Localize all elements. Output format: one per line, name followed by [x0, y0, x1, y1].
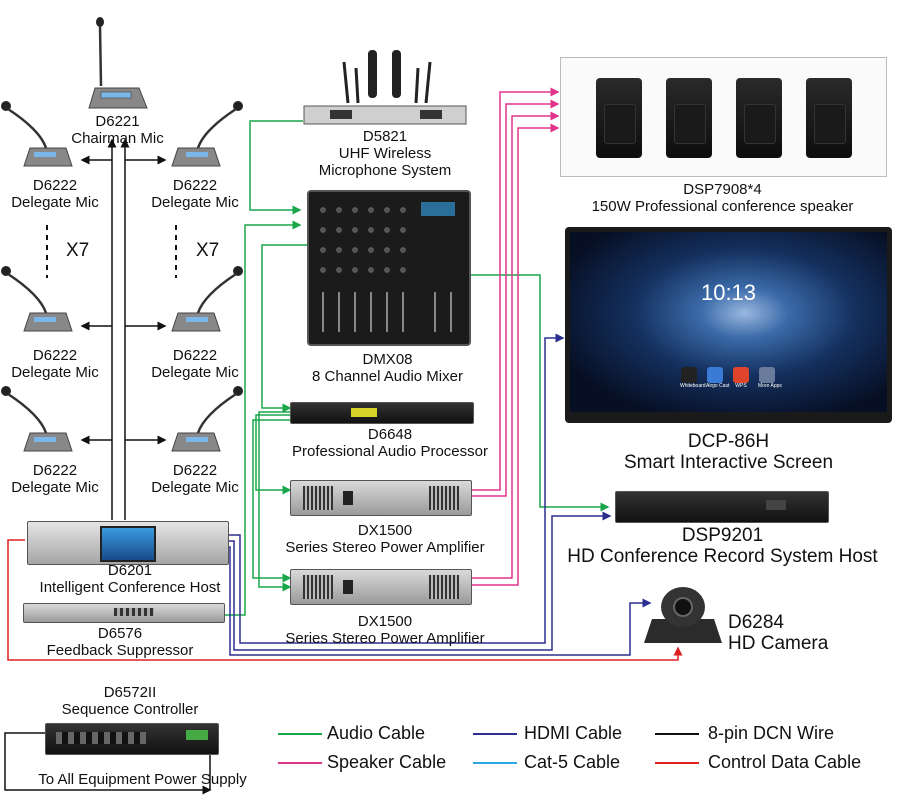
speaker-icon — [596, 78, 642, 158]
delegate-mic — [166, 265, 244, 335]
delegate-mic — [0, 265, 78, 335]
legend-label: Cat-5 Cable — [524, 752, 621, 772]
delegate-mic — [166, 100, 244, 170]
app-airgo-cast[interactable]: Airgo Cast — [706, 367, 729, 389]
app-more[interactable]: More Apps — [758, 367, 782, 389]
legend-label: Audio Cable — [327, 723, 426, 743]
power-amplifier-2 — [290, 569, 472, 605]
conference-host — [27, 521, 229, 565]
legend-swatch — [655, 762, 699, 764]
screen-clock: 10:13 — [700, 280, 757, 305]
record-host — [615, 491, 829, 523]
control-wire — [7, 539, 683, 661]
delegate-mic — [0, 100, 78, 170]
speaker-icon — [666, 78, 712, 158]
multiplier-left: X7 — [66, 240, 90, 261]
sequence-controller — [45, 723, 219, 755]
speakers-panel — [560, 57, 887, 177]
delegate-mic — [0, 385, 78, 455]
legend-swatch — [473, 733, 517, 735]
app-wps[interactable]: WPS — [732, 367, 750, 389]
legend-label: HDMI Cable — [524, 723, 623, 743]
sequencer-note: To All Equipment Power Supply — [38, 771, 247, 788]
power-wire — [4, 732, 212, 795]
multiplier-right: X7 — [196, 240, 220, 261]
smart-screen: 10:13 Whiteboard Airgo Cast WPS More App… — [565, 227, 892, 423]
speaker-icon — [736, 78, 782, 158]
legend-swatch — [278, 733, 322, 735]
audio-processor — [290, 402, 474, 424]
chairman-mic — [85, 16, 149, 111]
wireless-receiver — [300, 48, 470, 128]
legend-label: Control Data Cable — [708, 752, 862, 772]
legend-label: 8-pin DCN Wire — [708, 723, 835, 743]
audio-wires — [225, 120, 610, 616]
legend-swatch — [655, 733, 699, 735]
legend-swatch — [473, 762, 517, 764]
camera-icon — [644, 587, 722, 643]
legend-label: Speaker Cable — [327, 752, 447, 772]
legend-swatch — [278, 762, 322, 764]
hd-camera — [640, 585, 725, 650]
audio-mixer — [307, 190, 471, 346]
hdmi-wires — [228, 333, 652, 656]
feedback-suppressor — [23, 603, 225, 623]
power-amplifier-1 — [290, 480, 472, 516]
speaker-icon — [806, 78, 852, 158]
microphone-icon — [88, 17, 148, 109]
delegate-mic — [166, 385, 244, 455]
dcn-wires — [80, 138, 167, 520]
speaker-wires — [470, 87, 560, 586]
app-whiteboard[interactable]: Whiteboard — [680, 367, 706, 389]
